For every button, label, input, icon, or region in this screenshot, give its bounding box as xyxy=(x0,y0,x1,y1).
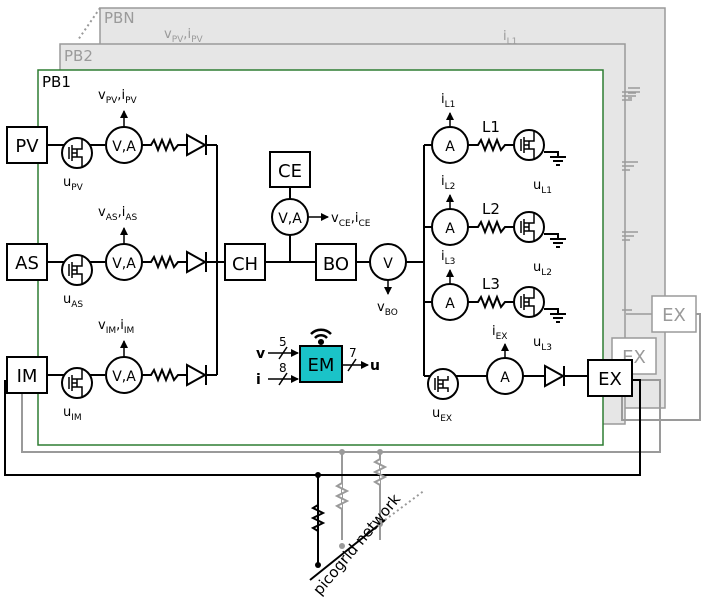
im-resistor-icon xyxy=(148,367,181,383)
source-row-pv: PV uPV V,A vPV,iPV xyxy=(6,88,217,193)
l2-resistor-icon xyxy=(475,219,508,235)
source-row-as: AS uAS V,A vAS,iAS xyxy=(6,205,217,310)
bo-measure-label: vBO xyxy=(377,300,398,318)
svg-text:CE: CE xyxy=(278,161,302,182)
em-output-count: 7 xyxy=(349,346,357,360)
l1-switch-label: uL1 xyxy=(533,178,552,196)
pv-source-label: PV xyxy=(15,136,39,157)
l3-load-label: L3 xyxy=(482,275,500,293)
l1-current-label: iL1 xyxy=(441,92,455,110)
l2-current-label: iL2 xyxy=(441,174,455,192)
em-input-i-count: 8 xyxy=(279,361,287,375)
plane-pb1-title: PB1 xyxy=(42,73,71,91)
as-switch-icon xyxy=(61,254,93,286)
source-rows: PV uPV V,A vPV,iPV AS uAS V,A vAS,iAS IM uIM V,A vI… xyxy=(6,88,217,423)
em-block[interactable]: EM xyxy=(299,345,343,383)
l3-meter-label: A xyxy=(445,296,455,312)
ex-switch-label: uEX xyxy=(432,406,452,424)
network-bus xyxy=(309,489,426,581)
im-switch-icon xyxy=(61,367,93,399)
svg-text:V,A: V,A xyxy=(278,211,302,227)
im-source-label: IM xyxy=(17,366,38,387)
network-label: picogrid network xyxy=(309,490,404,598)
as-source-block[interactable]: AS xyxy=(6,243,48,281)
svg-text:EX: EX xyxy=(598,369,622,390)
wifi-icon xyxy=(310,328,332,346)
im-switch-label: uIM xyxy=(63,405,82,423)
network-resistors xyxy=(310,449,388,535)
export-row: uEX A iEX xyxy=(424,324,588,424)
as-measure-label: vAS,iAS xyxy=(98,205,138,223)
em-input-v-count: 5 xyxy=(279,335,287,349)
bo-block[interactable]: BO xyxy=(315,243,357,281)
l2-ground-icon xyxy=(544,233,566,248)
pv-source-block[interactable]: PV xyxy=(6,126,48,164)
pv-meter-label: V,A xyxy=(112,139,136,155)
as-resistor-icon xyxy=(148,254,181,270)
l2-meter-label: A xyxy=(445,221,455,237)
ex-back-2: EX xyxy=(626,295,697,333)
svg-text:CH: CH xyxy=(232,254,258,275)
ex-block[interactable]: EX xyxy=(587,359,633,397)
svg-text:A: A xyxy=(500,370,510,386)
l3-ground-icon xyxy=(544,308,566,323)
ce-block[interactable]: CE xyxy=(269,151,311,188)
as-switch-label: uAS xyxy=(63,292,83,310)
l1-switch-icon xyxy=(513,129,545,161)
ch-block[interactable]: CH xyxy=(224,243,266,281)
plane-pbn-title: PBN xyxy=(104,9,135,27)
plane-pbn-v-label: vPV,iPV xyxy=(164,27,203,45)
l3-switch-icon xyxy=(513,286,545,318)
ce-measure-label: vCE,iCE xyxy=(331,211,371,229)
em-input-i: i xyxy=(256,372,261,388)
l1-resistor-icon xyxy=(475,137,508,153)
l3-switch-label: uL3 xyxy=(533,335,552,353)
pv-resistor-icon xyxy=(148,137,181,153)
bo-meter: V xyxy=(369,243,407,281)
l1-meter-label: A xyxy=(445,139,455,155)
plane-pb2-title: PB2 xyxy=(64,47,93,65)
im-source-block[interactable]: IM xyxy=(6,356,48,394)
im-measure-label: vIM,iIM xyxy=(98,318,134,336)
svg-text:BO: BO xyxy=(323,254,349,275)
em-input-v: v xyxy=(256,346,265,362)
pv-measure-label: vPV,iPV xyxy=(98,88,137,106)
source-row-im: IM uIM V,A vIM,iIM xyxy=(6,318,217,423)
l1-load-label: L1 xyxy=(482,118,500,136)
l2-switch-icon xyxy=(513,211,545,243)
as-meter-label: V,A xyxy=(112,256,136,272)
pv-switch-label: uPV xyxy=(63,175,84,193)
svg-text:EX: EX xyxy=(662,305,686,326)
l3-current-label: iL3 xyxy=(441,249,455,267)
svg-text:EM: EM xyxy=(308,355,335,376)
svg-text:V: V xyxy=(383,256,393,272)
im-meter-label: V,A xyxy=(112,369,136,385)
l2-load-label: L2 xyxy=(482,200,500,218)
ex-meter-label: iEX xyxy=(492,324,507,342)
l2-switch-label: uL2 xyxy=(533,260,552,278)
plane-pbn-il-label: iL1 xyxy=(503,29,517,47)
l1-ground-icon xyxy=(544,151,566,166)
as-source-label: AS xyxy=(15,253,39,274)
em-output-u: u xyxy=(370,358,380,374)
ce-meter: V,A xyxy=(271,198,309,236)
pv-switch-icon xyxy=(61,137,93,169)
ex-back-1: EX xyxy=(611,337,657,375)
l3-resistor-icon xyxy=(475,294,508,310)
